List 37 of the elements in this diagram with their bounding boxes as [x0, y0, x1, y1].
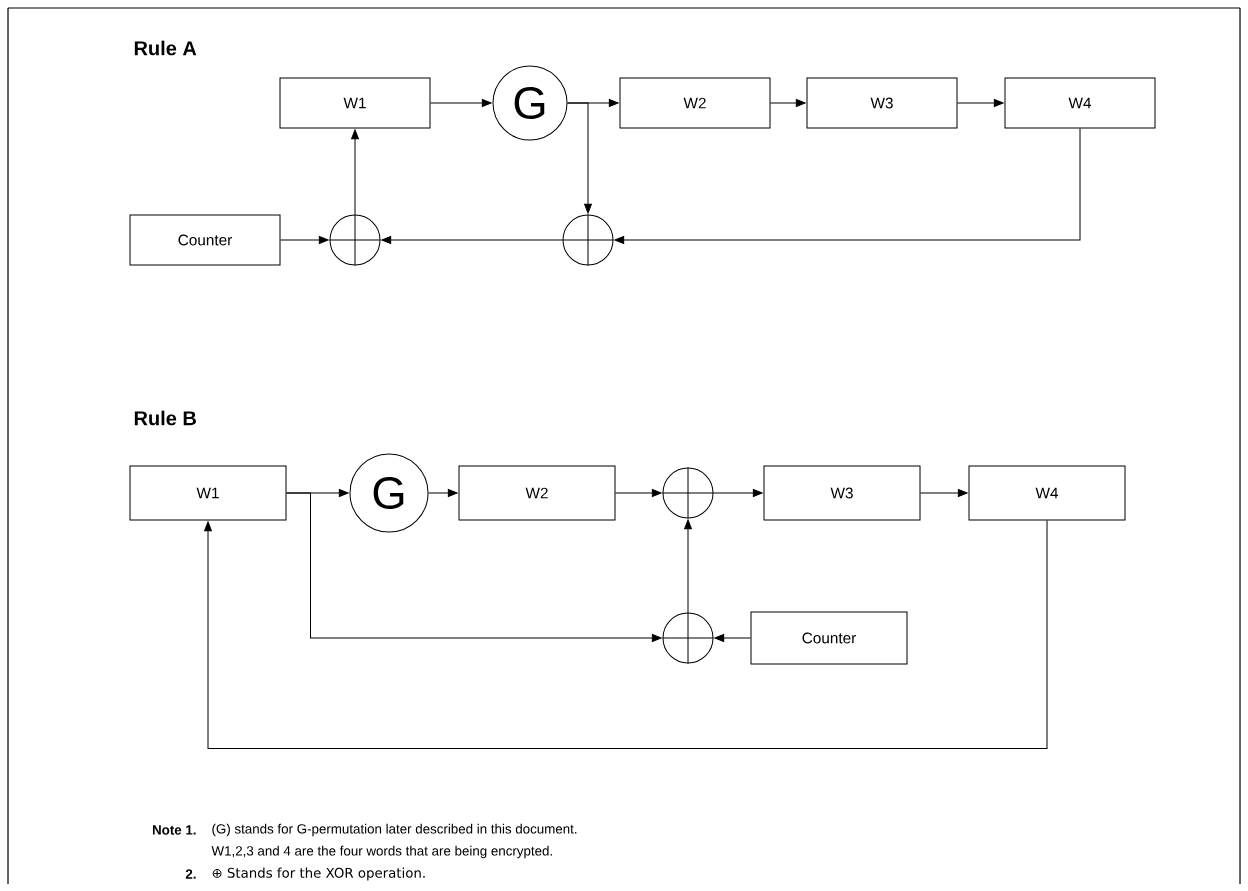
process-box: Counter	[129, 214, 281, 266]
arrow	[204, 520, 1048, 749]
xor-symbol	[662, 467, 714, 519]
xor-symbol	[329, 214, 381, 266]
arrow	[714, 634, 751, 642]
arrow	[957, 99, 1004, 107]
process-box: W4	[1004, 77, 1156, 129]
process-box: W1	[279, 77, 431, 129]
process-box: W3	[763, 465, 921, 521]
note-number: Note 1.	[152, 825, 196, 835]
note-text: W1,2,3 and 4 are the four words that are being encrypted.	[211, 845, 552, 859]
arrow	[920, 489, 968, 497]
process-box: W2	[458, 465, 616, 521]
note-text: (G) stands for G-permutation later described in this document.	[212, 823, 577, 837]
xor-symbol	[562, 214, 614, 266]
process-box: W4	[968, 465, 1126, 521]
arrow	[567, 102, 592, 214]
process-box: W3	[806, 77, 958, 129]
arrow	[430, 99, 492, 107]
arrow	[286, 492, 662, 642]
xor-symbol	[662, 612, 714, 664]
arrow	[713, 489, 763, 497]
note-text: ⊕ Stands for the XOR operation.	[212, 867, 425, 881]
arrow	[614, 128, 1081, 244]
arrow	[770, 99, 806, 107]
heading: Rule A	[134, 40, 197, 56]
note-number: 2.	[185, 869, 196, 879]
heading: Rule B	[134, 410, 196, 426]
arrow	[351, 129, 359, 215]
arrow	[615, 489, 662, 497]
arrow	[280, 236, 329, 244]
process-box: W1	[129, 465, 287, 521]
arrow	[684, 519, 692, 613]
arrow	[428, 489, 458, 497]
process-box: Counter	[750, 611, 908, 665]
arrow	[381, 236, 563, 244]
process-box: W2	[619, 77, 771, 129]
